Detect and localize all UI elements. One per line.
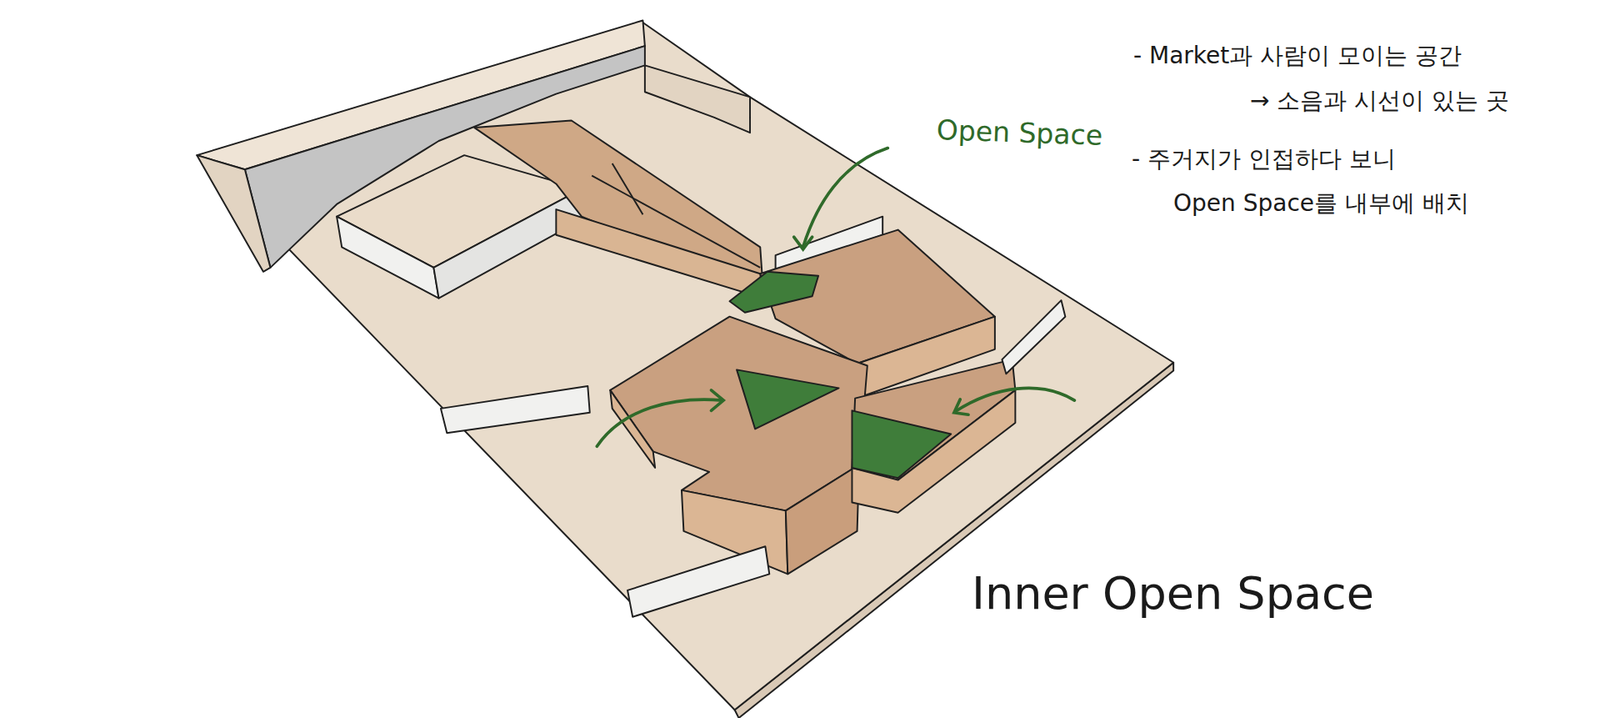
block-face [433, 189, 582, 299]
pointer-arrow [596, 399, 723, 446]
ramp-face [555, 209, 764, 299]
open-space-label: Open Space [935, 113, 1103, 152]
low-wall [440, 385, 590, 433]
mass-face [610, 390, 655, 468]
pointer-arrow [955, 387, 1075, 411]
design-note: - 주거지가 인접하다 보니 Open Space를 내부에 배치 [1131, 136, 1470, 225]
arrow-head [794, 236, 813, 250]
ramp-step [591, 175, 760, 268]
mass-face [851, 390, 1015, 513]
green-space [730, 271, 820, 313]
design-note: - Market과 사람이 모이는 공간 [1133, 40, 1462, 72]
low-wall [1001, 300, 1065, 374]
pointer-arrow [803, 148, 889, 248]
ramp-step [612, 163, 644, 215]
green-space [736, 369, 839, 429]
block-face [336, 216, 439, 299]
low-wall [627, 545, 770, 617]
mass-face [785, 464, 860, 574]
green-space [851, 410, 951, 478]
caption: Inner Open Space [971, 566, 1375, 620]
arrow-head [954, 399, 969, 415]
wall-end [196, 155, 270, 272]
design-note: → 소음과 시선이 있는 곳 [1250, 85, 1510, 117]
pointer-arrows [596, 148, 1075, 447]
mass-top [610, 316, 868, 511]
step-block [645, 65, 750, 133]
arrow-head [710, 390, 724, 410]
